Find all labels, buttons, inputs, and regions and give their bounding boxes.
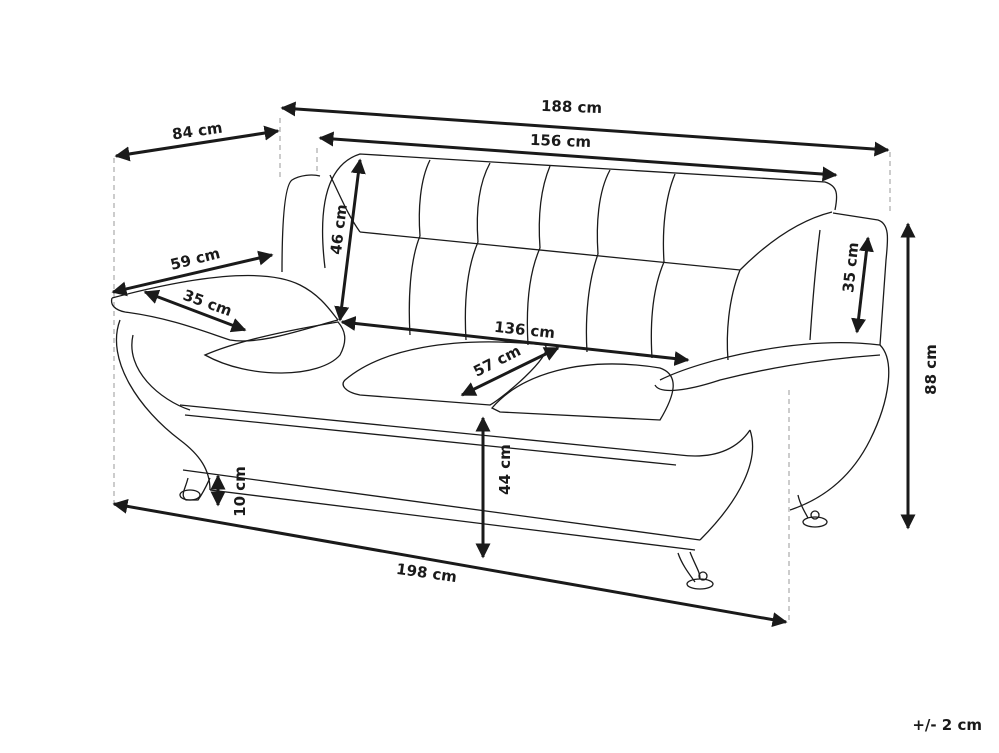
label-leg-height: 10 cm xyxy=(230,466,249,517)
arrow-198 xyxy=(112,498,788,628)
arrow-46 xyxy=(334,158,366,322)
arrow-136 xyxy=(340,316,690,366)
arrow-59 xyxy=(111,250,274,297)
arrow-35-arm xyxy=(143,289,247,333)
arrow-57 xyxy=(460,346,560,397)
tolerance-note: +/- 2 cm xyxy=(912,716,982,734)
label-seat-height: 44 cm xyxy=(495,444,514,495)
label-overall-width-top: 188 cm xyxy=(540,96,603,118)
label-overall-height: 88 cm xyxy=(921,344,940,395)
arrow-84 xyxy=(114,125,280,162)
extension-lines xyxy=(113,118,891,622)
dimension-arrows xyxy=(111,101,916,628)
arrow-156 xyxy=(318,131,838,182)
label-backrest-width: 156 cm xyxy=(529,130,592,152)
arrow-35-back xyxy=(851,236,874,334)
